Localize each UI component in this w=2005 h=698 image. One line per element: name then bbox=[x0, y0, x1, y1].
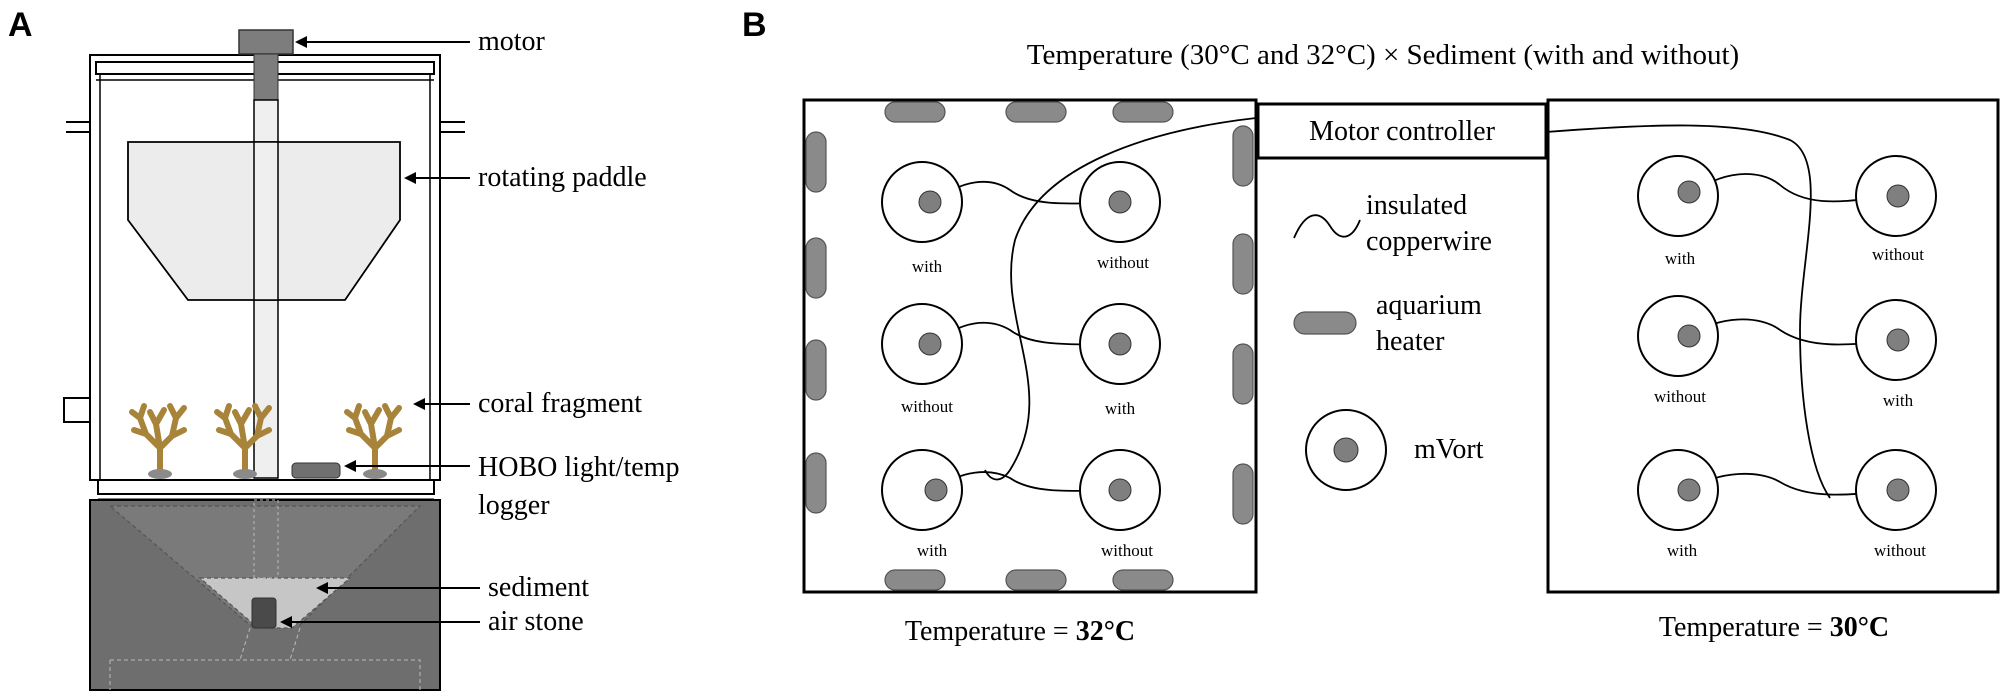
mvort-centers-32c bbox=[918, 190, 1132, 502]
mvort-label: without bbox=[901, 397, 953, 416]
label-motor: motor bbox=[478, 26, 546, 57]
hobo-logger bbox=[291, 462, 341, 479]
motor-controller bbox=[1256, 102, 1548, 160]
temperature-caption-32c: Temperature = 32°C bbox=[905, 616, 1135, 647]
mvort-label: with bbox=[917, 541, 948, 560]
mvort-label: with bbox=[1665, 249, 1696, 268]
label-air-stone: air stone bbox=[488, 606, 584, 637]
mvort-label: without bbox=[1874, 541, 1926, 560]
legend: insulated copperwire aquarium heater mVo… bbox=[1293, 190, 1492, 491]
panel-b: B Temperature (30°C and 32°C) × Sediment… bbox=[742, 6, 2000, 647]
panel-b-title: Temperature (30°C and 32°C) × Sediment (… bbox=[1027, 39, 1739, 71]
label-rotating-paddle: rotating paddle bbox=[478, 162, 647, 193]
mvort-label: with bbox=[1883, 391, 1914, 410]
label-hobo-logger-line2: logger bbox=[478, 490, 550, 521]
mvort-label: without bbox=[1101, 541, 1153, 560]
mvort-label: without bbox=[1654, 387, 1706, 406]
legend-wire-line1: insulated bbox=[1366, 190, 1467, 221]
air-stone bbox=[251, 597, 277, 629]
temperature-caption-30c: Temperature = 30°C bbox=[1659, 612, 1889, 643]
mvort-label: without bbox=[1097, 253, 1149, 272]
base bbox=[89, 499, 441, 691]
motor-controller-label: Motor controller bbox=[1309, 116, 1496, 147]
panel-a-arrows bbox=[280, 36, 480, 628]
legend-mvort: mVort bbox=[1414, 434, 1484, 465]
label-coral-fragment: coral fragment bbox=[478, 388, 642, 419]
label-sediment: sediment bbox=[488, 572, 589, 603]
motor-shaft bbox=[253, 53, 279, 101]
panel-a-letter: A bbox=[8, 6, 33, 44]
legend-heater-line1: aquarium bbox=[1376, 290, 1482, 321]
mvort-label: with bbox=[912, 257, 943, 276]
wires-32c bbox=[935, 117, 1257, 492]
tray bbox=[97, 479, 435, 495]
heater-legend-icon bbox=[1293, 311, 1357, 335]
mvort-label: without bbox=[1872, 245, 1924, 264]
legend-wire-line2: copperwire bbox=[1366, 226, 1492, 257]
wire-legend-icon bbox=[1293, 214, 1361, 239]
tank-32c bbox=[802, 98, 1258, 594]
legend-heater-line2: heater bbox=[1376, 326, 1445, 357]
mvort-centers-30c bbox=[1677, 180, 1910, 502]
motor bbox=[238, 29, 294, 55]
mvort-label: with bbox=[1105, 399, 1136, 418]
mvort-label: with bbox=[1667, 541, 1698, 560]
panel-b-letter: B bbox=[742, 6, 767, 44]
panel-a: A bbox=[8, 6, 679, 691]
label-hobo-logger-line1: HOBO light/temp bbox=[478, 452, 679, 483]
